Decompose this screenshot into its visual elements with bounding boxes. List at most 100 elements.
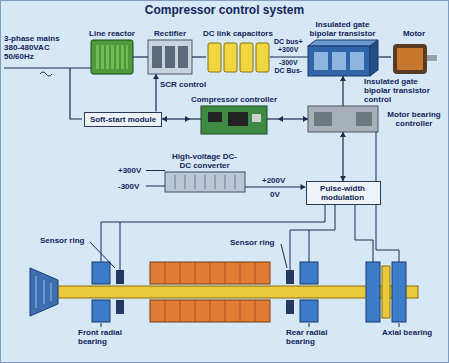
part-label: +300V	[118, 166, 143, 175]
motor-winding	[397, 48, 423, 70]
connector	[340, 76, 346, 106]
connector-line	[155, 74, 156, 112]
impeller	[30, 268, 58, 316]
rear-bearing	[300, 300, 318, 322]
part-label: +200V	[262, 176, 287, 185]
bearing-wires	[101, 132, 399, 270]
reactor-body	[91, 40, 133, 74]
coil-windings	[100, 45, 125, 69]
component-label: Compressor controller	[190, 95, 278, 104]
igbt-module	[332, 52, 346, 70]
part-label: Axial bearing	[382, 328, 434, 337]
component-label: Insulated gate bipolar transistor	[307, 20, 379, 38]
supply-wire	[146, 171, 165, 187]
impeller-fins	[36, 276, 51, 308]
connector	[153, 74, 159, 112]
capacitor	[224, 43, 237, 72]
chip	[252, 114, 261, 122]
connector-line	[192, 56, 203, 57]
connector-line	[342, 132, 343, 181]
wire-stub	[267, 118, 278, 119]
connector-line	[380, 56, 392, 57]
rectifier-body	[148, 40, 192, 74]
component-label: Rectifier	[153, 29, 187, 38]
chip	[208, 112, 222, 122]
component-node: Rectifier	[148, 29, 192, 74]
connector-line	[136, 56, 149, 57]
wire-stub	[307, 56, 309, 57]
component-label: DC link capacitors	[203, 29, 274, 38]
diagram-title: Compressor control system	[0, 3, 449, 17]
component-node: DC link capacitors	[203, 29, 274, 74]
connector	[136, 57, 149, 58]
component-node: Compressor controller	[190, 95, 278, 134]
converter-fins	[175, 175, 235, 189]
converter-body	[165, 172, 245, 192]
sensor-ring	[286, 300, 294, 314]
motor-shaft	[427, 55, 437, 61]
scr-module	[178, 46, 188, 68]
part-label: +300V	[278, 46, 300, 54]
connector	[340, 132, 346, 181]
bearing-controller-board	[308, 106, 378, 132]
connector-line	[245, 186, 306, 187]
axial-bearing	[366, 262, 380, 322]
wire-stub	[378, 56, 380, 57]
motor-body	[393, 44, 427, 74]
connector	[274, 57, 307, 58]
part-label: Sensor ring	[40, 236, 86, 245]
capacitor	[240, 43, 253, 72]
controller-board	[201, 106, 267, 134]
connector-label: SCR control	[160, 80, 208, 89]
connector-line	[274, 56, 307, 57]
wire-stub	[270, 56, 274, 57]
component-node: Line reactor	[89, 29, 136, 74]
part-label: Sensor ring	[230, 238, 276, 247]
part-label: DC bus+	[274, 38, 304, 46]
coil-stripes	[165, 262, 255, 322]
arrow-head	[340, 76, 346, 81]
igbt-module	[350, 52, 364, 70]
ac-symbol	[40, 72, 52, 76]
igbt-body	[308, 46, 370, 76]
rear-bearing	[300, 262, 318, 284]
part-label: 0V	[270, 190, 281, 199]
capacitor	[208, 43, 221, 72]
front-bearing	[92, 300, 110, 322]
connector	[278, 116, 308, 122]
box-text: Pulse-width modulation	[311, 184, 375, 202]
axial-bearing	[392, 262, 406, 322]
part-label: Rear radial bearing	[286, 328, 346, 346]
part-label: -300V	[279, 59, 299, 67]
sensor-ring	[116, 300, 124, 314]
igbt-top	[308, 40, 378, 46]
component-label: Motor	[402, 29, 426, 38]
process-box: Soft-start module	[84, 112, 162, 127]
sensor-ring	[286, 270, 294, 284]
part-label: DC Bus-	[275, 67, 304, 75]
connector	[192, 57, 203, 58]
component-node: Motor bearing controller	[308, 106, 446, 132]
chip	[228, 112, 248, 126]
wire-stub	[203, 56, 207, 57]
arrow-head	[162, 116, 167, 122]
feed-wire	[70, 68, 82, 119]
mains-wire	[4, 67, 91, 68]
igbt-side	[370, 40, 378, 76]
connector	[162, 116, 190, 122]
capacitor	[256, 43, 269, 72]
part-label: 3-phase mains 380-480VAC 50/60Hz	[4, 34, 70, 61]
component-node: High-voltage DC-DC converter	[165, 152, 245, 192]
wire-stub	[133, 56, 136, 57]
component-label: High-voltage DC-DC converter	[170, 152, 240, 170]
igbt-module	[314, 52, 328, 70]
component-node: Motor	[391, 29, 437, 74]
wire-stub	[190, 118, 201, 119]
thrust-disk	[382, 266, 390, 318]
component-label: Motor bearing controller	[383, 110, 445, 128]
